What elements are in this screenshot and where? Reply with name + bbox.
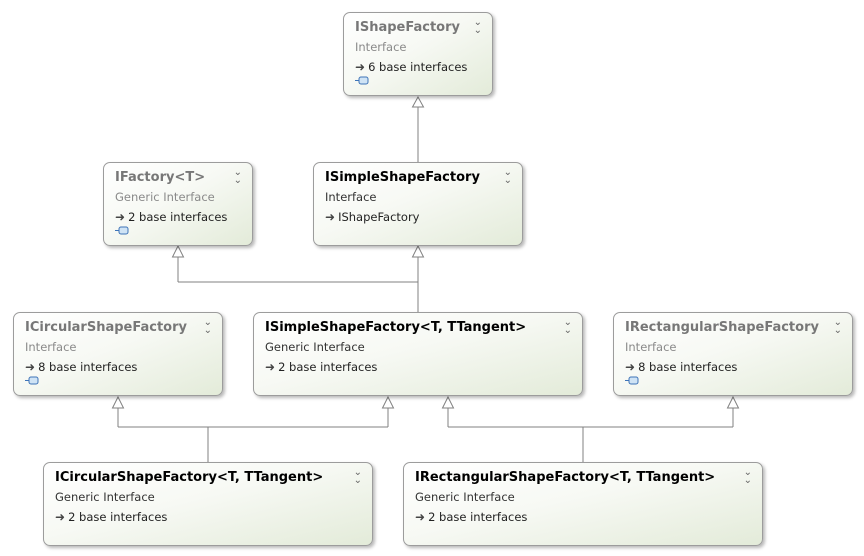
inheritance-arrow-icon: ➜ [625,360,636,374]
inheritance-arrow-icon: ➜ [325,210,336,224]
connector-head-ifactory [171,244,185,258]
node-base-label: 2 base interfaces [128,210,228,224]
inheritance-arrow-icon: ➜ [55,510,66,524]
node-base-label: 2 base interfaces [428,510,528,524]
node-base-label: 8 base interfaces [38,360,138,374]
inheritance-arrow-icon: ➜ [415,510,426,524]
connector-icircular-generic-up [117,408,389,462]
node-base-list: ➜8 base interfaces [25,359,212,375]
node-icircularshapefactory[interactable]: ICircularShapeFactory Interface ➜8 base … [13,312,223,396]
node-base-label: 2 base interfaces [278,360,378,374]
collapse-chevron-icon[interactable]: ⌄⌄ [353,467,362,486]
node-kind: Generic Interface [115,190,215,204]
node-isimpleshapefactory-generic[interactable]: ISimpleShapeFactory<T, TTangent> Generic… [253,312,583,396]
node-base-list: ➜8 base interfaces [625,359,842,375]
collapse-chevron-icon[interactable]: ⌄⌄ [833,317,842,336]
link-icon [25,376,39,385]
node-title: IRectangularShapeFactory<T, TTangent> [415,470,716,485]
node-title: IFactory<T> [115,170,206,185]
inheritance-arrow-icon: ➜ [265,360,276,374]
node-base-label: 6 base interfaces [368,60,468,74]
node-base-list: ➜IShapeFactory [325,209,512,225]
node-kind: Generic Interface [55,490,155,504]
collapse-chevron-icon[interactable]: ⌄⌄ [503,167,512,186]
connector-head-isimple [411,244,425,258]
connector-head-irect [726,395,740,409]
inheritance-arrow-icon: ➜ [115,210,126,224]
node-icircularshapefactory-generic[interactable]: ICircularShapeFactory<T, TTangent> Gener… [43,462,373,546]
collapse-chevron-icon[interactable]: ⌄⌄ [473,17,482,36]
inheritance-arrow-icon: ➜ [355,60,366,74]
node-title: ISimpleShapeFactory [325,170,480,185]
link-icon [625,376,639,385]
node-isimpleshapefactory[interactable]: ISimpleShapeFactory Interface ➜IShapeFac… [313,162,523,246]
link-icon [115,226,129,235]
node-title: ISimpleShapeFactory<T, TTangent> [265,320,527,335]
node-kind: Generic Interface [415,490,515,504]
node-base-list: ➜6 base interfaces [355,59,482,75]
node-base-label: 2 base interfaces [68,510,168,524]
node-title: IShapeFactory [355,20,460,35]
node-title: IRectangularShapeFactory [625,320,819,335]
node-kind: Generic Interface [265,340,365,354]
link-icon [355,76,369,85]
connector-isimple-generic-up [177,257,419,313]
connector-irect-generic-up [447,408,734,462]
node-kind: Interface [355,40,407,54]
node-ishapefactory[interactable]: IShapeFactory Interface ➜6 base interfac… [343,12,493,96]
node-ifactory[interactable]: IFactory<T> Generic Interface ➜2 base in… [103,162,253,246]
collapse-chevron-icon[interactable]: ⌄⌄ [563,317,572,336]
node-base-list: ➜2 base interfaces [265,359,572,375]
connector-head-icircular [111,395,125,409]
connector-head-ishape [411,95,425,108]
collapse-chevron-icon[interactable]: ⌄⌄ [233,167,242,186]
node-base-list: ➜2 base interfaces [55,509,362,525]
inheritance-arrow-icon: ➜ [25,360,36,374]
node-kind: Interface [25,340,77,354]
node-base-list: ➜2 base interfaces [415,509,752,525]
collapse-chevron-icon[interactable]: ⌄⌄ [743,467,752,486]
connector-head-isimple-generic-left [381,395,395,409]
collapse-chevron-icon[interactable]: ⌄⌄ [203,317,212,336]
node-kind: Interface [325,190,377,204]
node-base-label: 8 base interfaces [638,360,738,374]
node-title: ICircularShapeFactory<T, TTangent> [55,470,324,485]
node-kind: Interface [625,340,677,354]
node-irectangularshapefactory[interactable]: IRectangularShapeFactory Interface ➜8 ba… [613,312,853,396]
node-base-label: IShapeFactory [338,210,420,224]
node-title: ICircularShapeFactory [25,320,187,335]
node-base-list: ➜2 base interfaces [115,209,242,225]
connector-head-isimple-generic-right [441,395,455,409]
node-irectangularshapefactory-generic[interactable]: IRectangularShapeFactory<T, TTangent> Ge… [403,462,763,546]
